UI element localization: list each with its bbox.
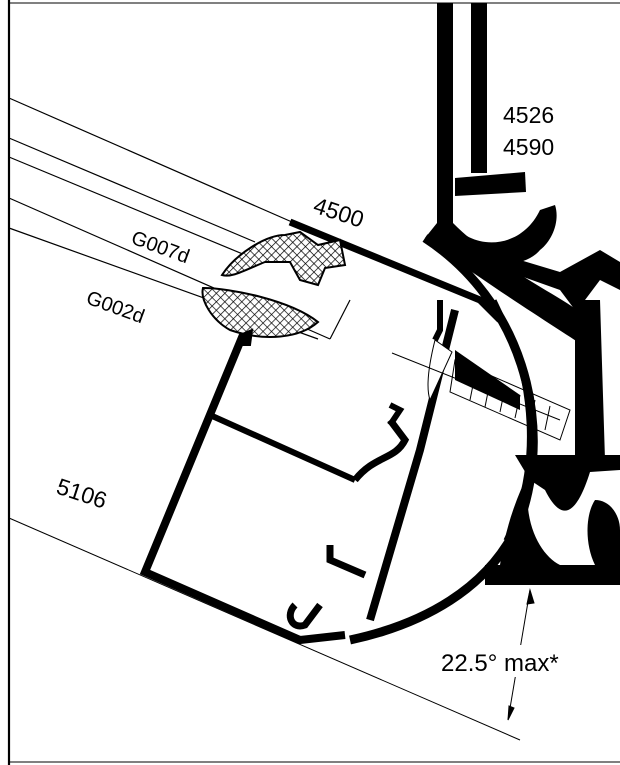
frame-profile — [139, 300, 459, 645]
glazing-lines — [8, 97, 351, 340]
label-g002d: G002d — [83, 287, 147, 328]
label-g007d: G007d — [128, 227, 192, 268]
angle-label-backing — [438, 645, 608, 677]
gasket-shapes — [201, 230, 347, 346]
label-angle-note: 22.5° max* — [441, 650, 559, 677]
curved-cover-profile — [288, 218, 538, 645]
screw-fixing — [391, 339, 571, 441]
drawing-frame — [7, 0, 620, 765]
mullion-profile — [425, 3, 620, 585]
label-5106: 5106 — [53, 473, 110, 514]
label-4590: 4590 — [503, 134, 554, 160]
label-4526: 4526 — [503, 102, 554, 128]
label-4500: 4500 — [310, 192, 367, 233]
